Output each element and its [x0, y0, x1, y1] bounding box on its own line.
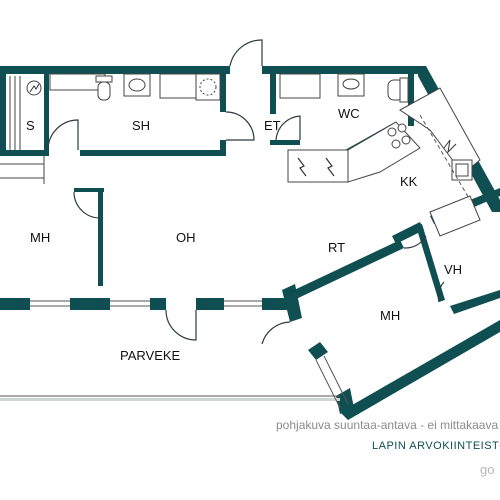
room-label-s: S: [26, 118, 35, 133]
washing-machine-icon: [195, 73, 221, 101]
kitchen: [287, 87, 481, 237]
sink-icon: [123, 73, 151, 97]
room-label-vh: VH: [444, 262, 462, 277]
room-label-kk: KK: [400, 174, 418, 189]
stove-icon: [387, 123, 411, 149]
fridge-icon: [297, 157, 335, 177]
wc-sink-icon: [337, 73, 365, 97]
sauna-stove-icon: [26, 80, 42, 96]
stairs: [0, 76, 45, 184]
room-label-sh: SH: [132, 118, 150, 133]
room-label-mh-left: MH: [30, 230, 50, 245]
room-label-oh: OH: [176, 230, 196, 245]
agency-name: LAPIN ARVOKIINTEISTÖT: [372, 440, 500, 452]
bathroom-fixtures: [26, 73, 409, 103]
scale-caption: pohjakuva suuntaa-antava - ei mittakaava: [276, 418, 499, 432]
room-label-wc: WC: [338, 106, 360, 121]
room-label-et: ET: [264, 118, 281, 133]
brand-watermark: go: [480, 462, 495, 477]
room-label-mh-right: MH: [380, 308, 400, 323]
kitchen-sink-icon: [451, 159, 473, 181]
wc-toilet-icon: [387, 77, 409, 103]
room-label-rt: RT: [328, 240, 345, 255]
toilet-icon: [95, 75, 113, 101]
doors: [47, 39, 445, 345]
windows: [0, 300, 349, 409]
room-labels: S SH ET WC KK MH OH RT VH MH PARVEKE: [26, 106, 462, 363]
room-label-parveke: PARVEKE: [120, 348, 181, 363]
